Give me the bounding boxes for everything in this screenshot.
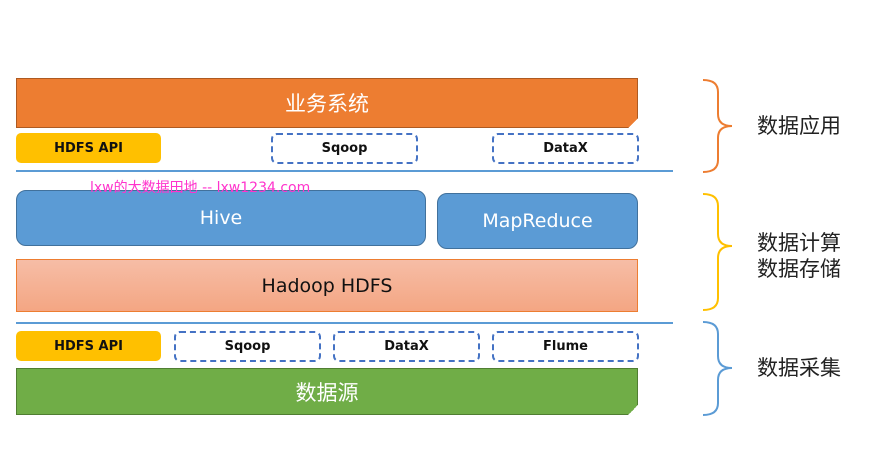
folded-corner — [628, 405, 638, 415]
tool-datax-bottom: DataX — [333, 331, 480, 362]
mapreduce-block: MapReduce — [437, 193, 638, 249]
hive-label: Hive — [199, 207, 243, 229]
business-system-label: 业务系统 — [285, 92, 369, 116]
watermark: lxw的大数据田地 -- lxw1234.com — [90, 180, 311, 196]
mapreduce-label: MapReduce — [482, 210, 593, 232]
hadoop-hdfs-block: Hadoop HDFS — [16, 259, 638, 312]
tool-datax-top: DataX — [492, 133, 639, 164]
tool-flume-label: Flume — [543, 339, 588, 354]
separator-top — [16, 170, 673, 172]
hdfs-api-top-label: HDFS API — [54, 140, 123, 156]
hadoop-hdfs-label: Hadoop HDFS — [261, 274, 393, 297]
tool-sqoop-top: Sqoop — [271, 133, 418, 164]
label-data-compute: 数据计算 — [757, 231, 841, 255]
bracket-compute-storage — [702, 193, 733, 311]
bracket-collection — [702, 321, 733, 416]
tool-datax-top-label: DataX — [543, 141, 588, 156]
tool-sqoop-top-label: Sqoop — [321, 141, 368, 156]
tool-datax-bottom-label: DataX — [384, 339, 429, 354]
tool-flume: Flume — [492, 331, 639, 362]
separator-bottom — [16, 322, 673, 324]
folded-corner — [628, 118, 638, 128]
hdfs-api-top: HDFS API — [16, 133, 161, 163]
hive-block: Hive — [16, 190, 426, 246]
data-source-label: 数据源 — [295, 380, 359, 405]
tool-sqoop-bottom-label: Sqoop — [224, 339, 271, 354]
label-data-collection: 数据采集 — [757, 356, 841, 380]
hdfs-api-bottom: HDFS API — [16, 331, 161, 361]
tool-sqoop-bottom: Sqoop — [174, 331, 321, 362]
hdfs-api-bottom-label: HDFS API — [54, 338, 123, 354]
bracket-application — [702, 79, 733, 173]
label-data-application: 数据应用 — [757, 114, 841, 138]
brackets — [702, 79, 733, 416]
data-source-block: 数据源 — [16, 368, 638, 415]
business-system-block: 业务系统 — [16, 78, 638, 128]
label-data-storage: 数据存储 — [757, 257, 841, 281]
